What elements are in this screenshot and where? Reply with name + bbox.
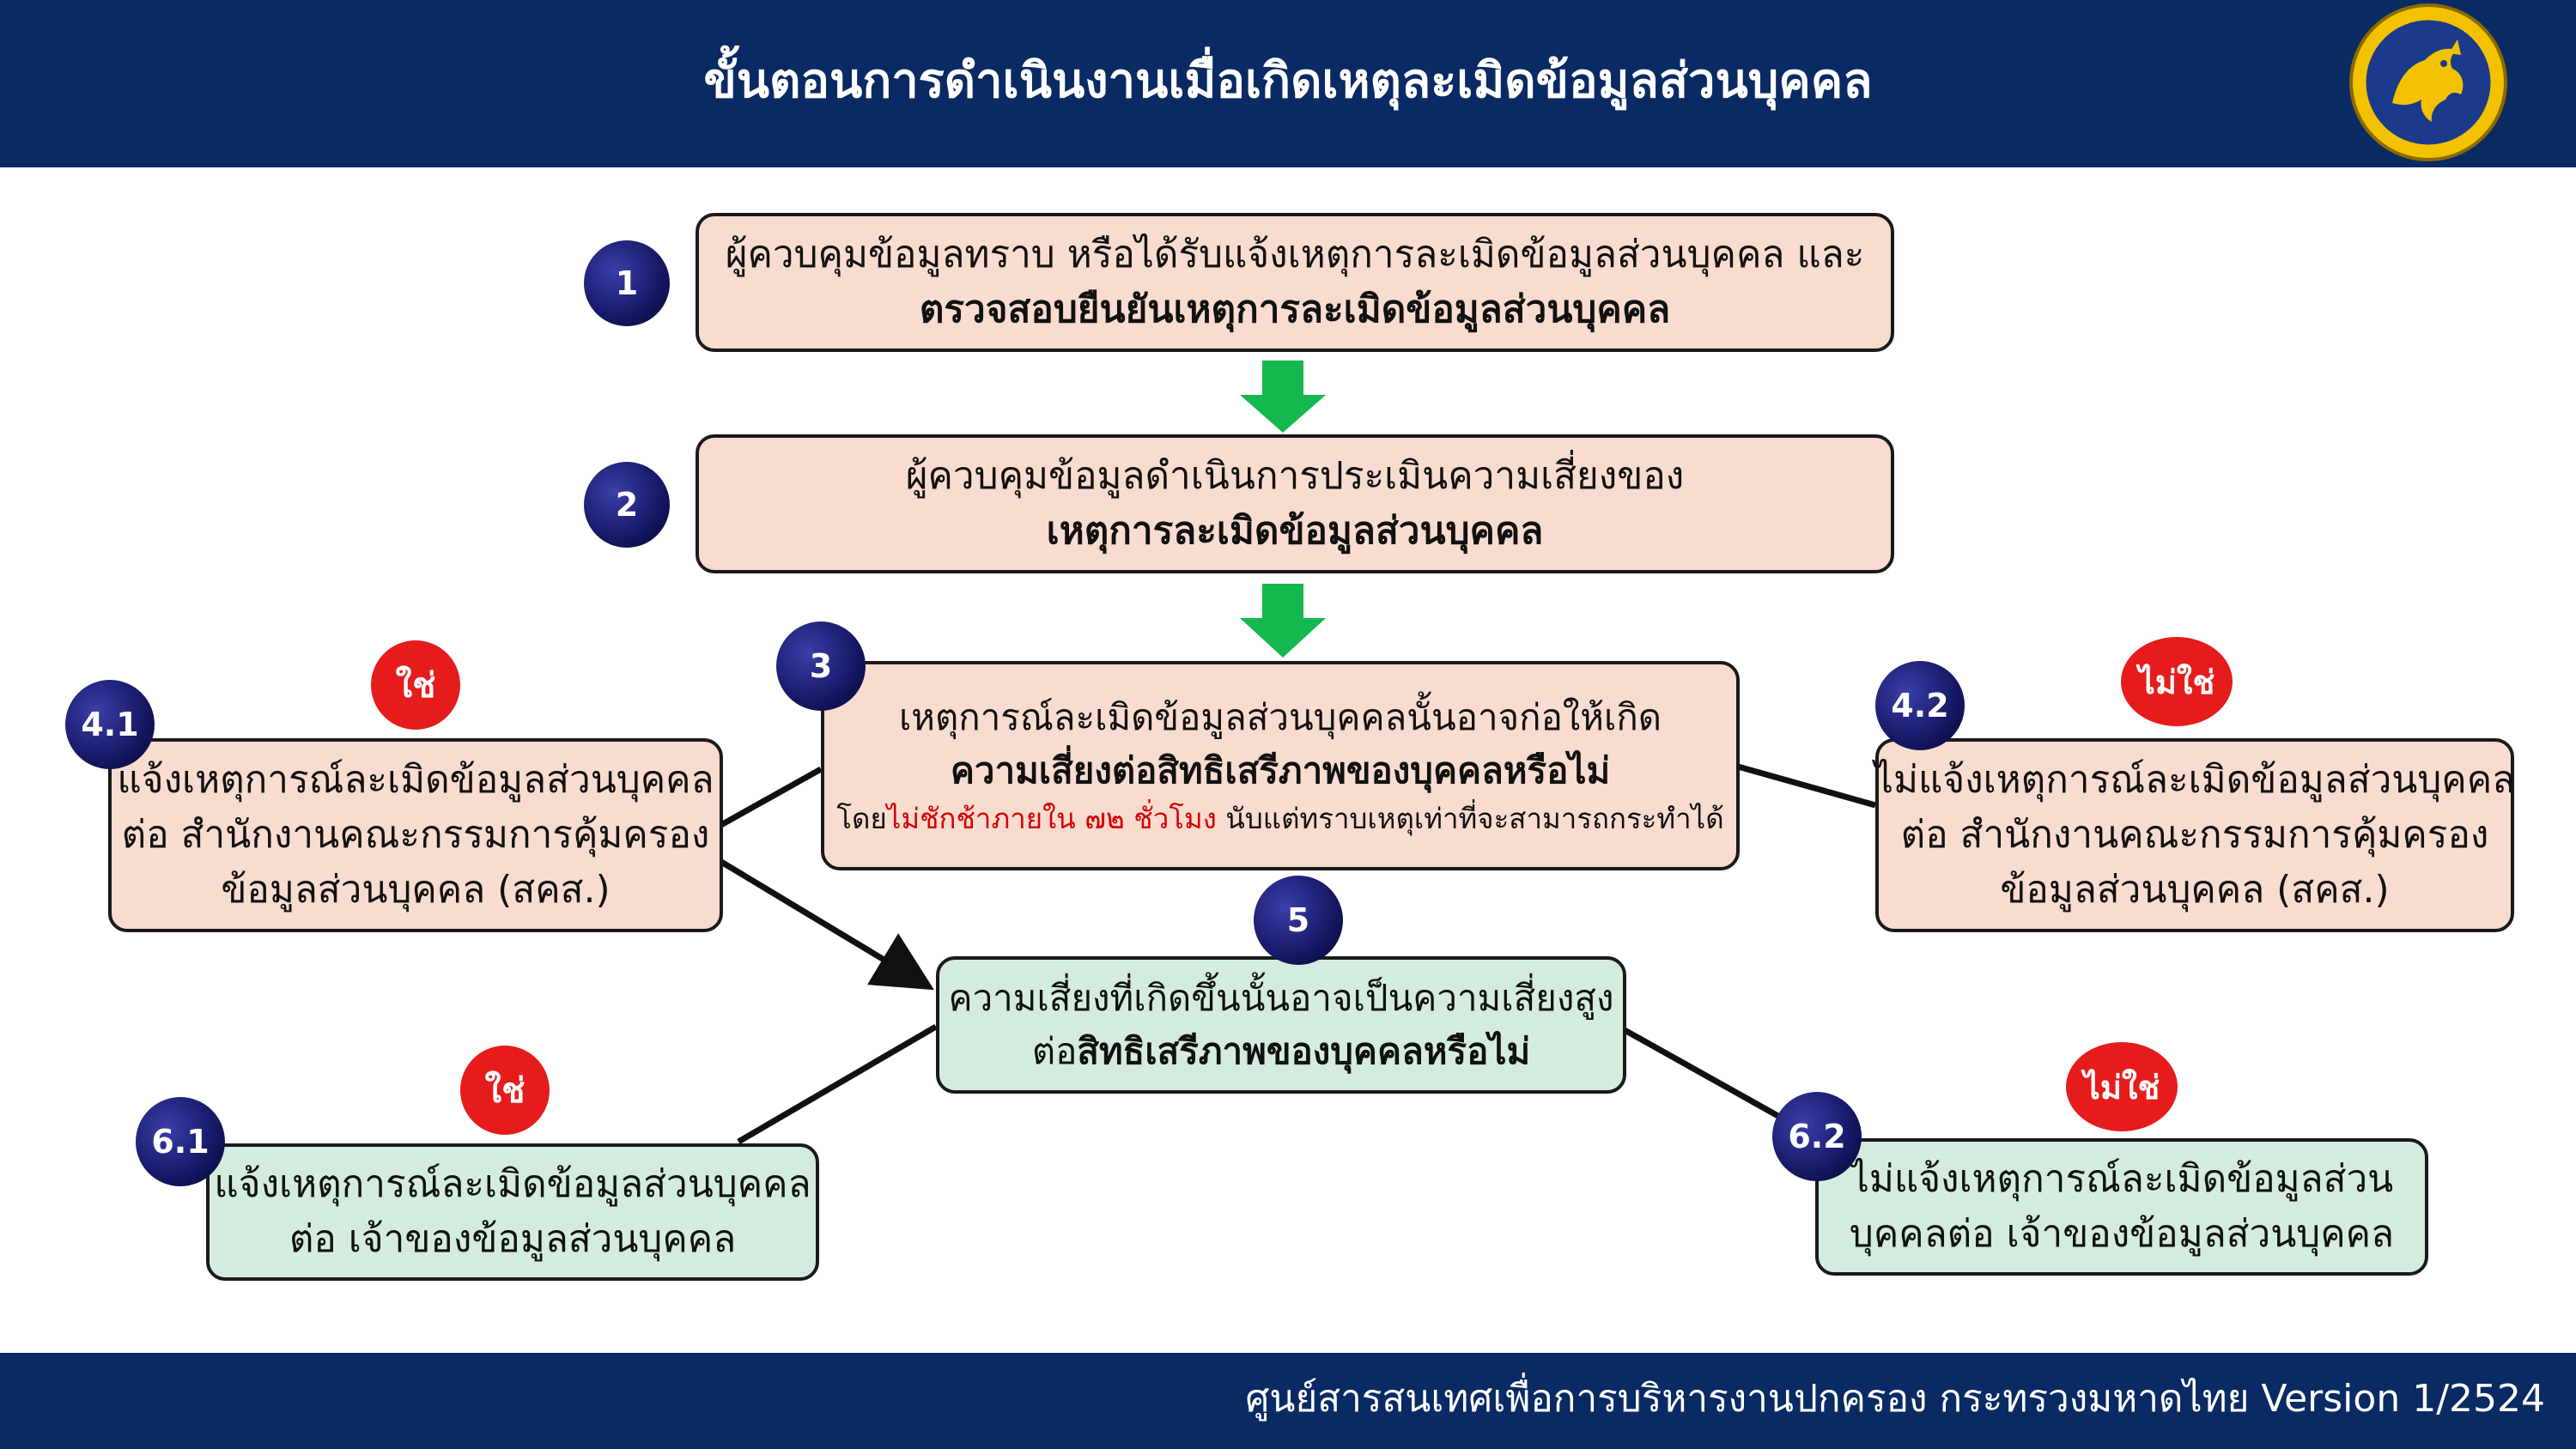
step-4-1-line-1: แจ้งเหตุการณ์ละเมิดข้อมูลส่วนบุคคล bbox=[117, 758, 714, 802]
step-2-number-badge: 2 bbox=[584, 462, 670, 548]
step-3-deadline-note: โดยไม่ชักช้าภายใน ๗๒ ชั่วโมง นับแต่ทราบเ… bbox=[836, 802, 1724, 835]
step-6-1-box: แจ้งเหตุการณ์ละเมิดข้อมูลส่วนบุคคล ต่อ เ… bbox=[206, 1143, 819, 1281]
step-4-2-line-3: ข้อมูลส่วนบุคคล (สคส.) bbox=[2000, 868, 2390, 912]
step-6-2-number-badge: 6.2 bbox=[1772, 1092, 1862, 1181]
no-badge-6-2: ไม่ใช่ bbox=[2066, 1042, 2178, 1131]
step-6-1-number-badge: 6.1 bbox=[136, 1097, 225, 1186]
step-4-2-number-badge: 4.2 bbox=[1875, 661, 1965, 750]
step-5-line-1: ความเสี่ยงที่เกิดขึ้นนั้นอาจเป็นความเสี่… bbox=[948, 977, 1614, 1019]
footer-bar: ศูนย์สารสนเทศเพื่อการบริหารงานปกครอง กระ… bbox=[0, 1353, 2576, 1449]
no-badge-4-2: ไม่ใช่ bbox=[2121, 637, 2233, 726]
connector-3-to-4-2 bbox=[1737, 763, 1876, 809]
step-4-2-box: ไม่แจ้งเหตุการณ์ละเมิดข้อมูลส่วนบุคคล ต่… bbox=[1874, 738, 2516, 932]
page-title: ขั้นตอนการดำเนินงานเมื่อเกิดเหตุละเมิดข้… bbox=[703, 53, 1873, 109]
department-seal-icon: กรมการปกครอง bbox=[2349, 3, 2507, 161]
step-6-1-line-1: แจ้งเหตุการณ์ละเมิดข้อมูลส่วนบุคคล bbox=[214, 1162, 811, 1206]
step-1-box: ผู้ควบคุมข้อมูลทราบ หรือได้รับแจ้งเหตุกา… bbox=[696, 213, 1894, 352]
connector-3-to-4-1 bbox=[718, 766, 823, 829]
step-4-1-number-badge: 4.1 bbox=[65, 680, 155, 769]
step-4-2-line-1: ไม่แจ้งเหตุการณ์ละเมิดข้อมูลส่วนบุคคล bbox=[1874, 758, 2516, 802]
step-1-number-badge: 1 bbox=[584, 240, 670, 326]
step-3-number-badge: 3 bbox=[776, 621, 866, 711]
step-4-1-box: แจ้งเหตุการณ์ละเมิดข้อมูลส่วนบุคคล ต่อ ส… bbox=[108, 738, 723, 932]
step-6-2-line-2: บุคคลต่อ เจ้าของข้อมูลส่วนบุคคล bbox=[1849, 1212, 2395, 1256]
step-5-number-badge: 5 bbox=[1254, 876, 1343, 965]
header-bar: ขั้นตอนการดำเนินงานเมื่อเกิดเหตุละเมิดข้… bbox=[0, 0, 2576, 167]
arrow-4-1-to-5 bbox=[720, 859, 934, 991]
connector-5-to-6-2 bbox=[1623, 1027, 1800, 1131]
step-2-box: ผู้ควบคุมข้อมูลดำเนินการประเมินความเสี่ย… bbox=[696, 434, 1894, 573]
step-4-2-line-2: ต่อ สำนักงานคณะกรรมการคุ้มครอง bbox=[1900, 813, 2489, 857]
step-4-1-line-2: ต่อ สำนักงานคณะกรรมการคุ้มครอง bbox=[121, 813, 710, 857]
step-4-1-line-3: ข้อมูลส่วนบุคคล (สคส.) bbox=[221, 868, 611, 912]
step-3-question: ความเสี่ยงต่อสิทธิเสรีภาพของบุคคลหรือไม่ bbox=[950, 749, 1611, 791]
yes-badge-4-1: ใช่ bbox=[371, 640, 460, 730]
step-2-text: ผู้ควบคุมข้อมูลดำเนินการประเมินความเสี่ย… bbox=[905, 454, 1685, 498]
yes-badge-6-1: ใช่ bbox=[460, 1046, 550, 1135]
step-3-box: เหตุการณ์ละเมิดข้อมูลส่วนบุคคลนั้นอาจก่อ… bbox=[821, 661, 1740, 870]
step-2-emphasis: เหตุการละเมิดข้อมูลส่วนบุคคล bbox=[1046, 509, 1544, 553]
footer-text: ศูนย์สารสนเทศเพื่อการบริหารงานปกครอง กระ… bbox=[1245, 1377, 2545, 1421]
step-1-text: ผู้ควบคุมข้อมูลทราบ หรือได้รับแจ้งเหตุกา… bbox=[725, 233, 1865, 276]
down-arrow-1-to-2 bbox=[1240, 361, 1326, 433]
step-5-box: ความเสี่ยงที่เกิดขึ้นนั้นอาจเป็นความเสี่… bbox=[936, 956, 1626, 1094]
connector-5-to-6-1 bbox=[737, 1023, 938, 1145]
step-5-line-2: ต่อสิทธิเสรีภาพของบุคคลหรือไม่ bbox=[1031, 1030, 1531, 1072]
step-1-emphasis: ตรวจสอบยืนยันเหตุการละเมิดข้อมูลส่วนบุคค… bbox=[919, 288, 1671, 331]
step-6-1-line-2: ต่อ เจ้าของข้อมูลส่วนบุคคล bbox=[289, 1217, 737, 1261]
step-6-2-line-1: ไม่แจ้งเหตุการณ์ละเมิดข้อมูลส่วน bbox=[1850, 1157, 2394, 1201]
step-3-text: เหตุการณ์ละเมิดข้อมูลส่วนบุคคลนั้นอาจก่อ… bbox=[898, 696, 1662, 738]
down-arrow-2-to-3 bbox=[1240, 584, 1326, 658]
step-6-2-box: ไม่แจ้งเหตุการณ์ละเมิดข้อมูลส่วน บุคคลต่… bbox=[1815, 1138, 2428, 1276]
